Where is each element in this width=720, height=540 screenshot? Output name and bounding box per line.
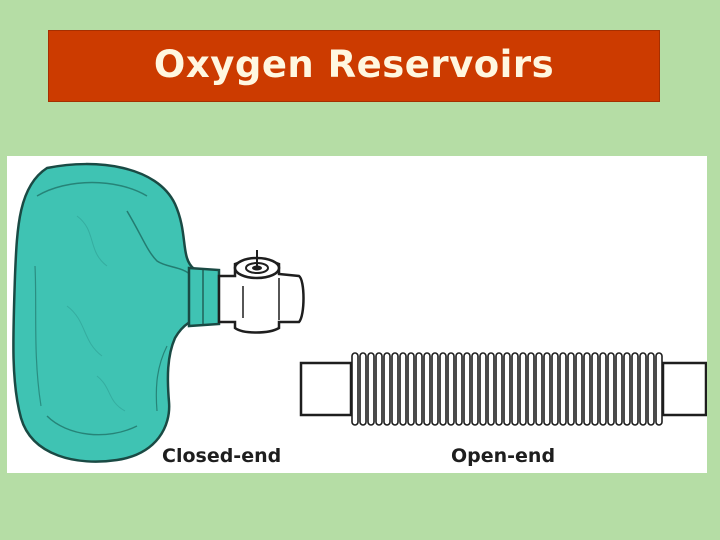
- tube-rib: [375, 352, 383, 426]
- tube-ribs: [351, 352, 663, 426]
- tube-rib: [535, 352, 543, 426]
- reservoir-figure: Closed-end Open-end: [7, 156, 707, 473]
- open-end-label: Open-end: [451, 445, 556, 467]
- tube-rib: [479, 352, 487, 426]
- tube-rib: [399, 352, 407, 426]
- reservoir-illustration: [12, 162, 707, 463]
- tube-rib: [655, 352, 663, 426]
- tube-rib: [551, 352, 559, 426]
- tube-rib: [463, 352, 471, 426]
- tube-rib: [471, 352, 479, 426]
- reservoir-bag-icon: [12, 162, 305, 463]
- tube-rib: [423, 352, 431, 426]
- tube-rib: [439, 352, 447, 426]
- tube-rib: [407, 352, 415, 426]
- tube-rib: [511, 352, 519, 426]
- slide-title: Oxygen Reservoirs: [153, 42, 555, 86]
- tube-rib: [359, 352, 367, 426]
- tube-rib: [559, 352, 567, 426]
- tube-rib: [607, 352, 615, 426]
- tube-rib: [495, 352, 503, 426]
- tube-rib: [447, 352, 455, 426]
- tube-rib: [599, 352, 607, 426]
- tube-rib: [575, 352, 583, 426]
- title-bar: Oxygen Reservoirs: [48, 30, 660, 102]
- tube-rib: [631, 352, 639, 426]
- tube-rib: [431, 352, 439, 426]
- tube-rib: [415, 352, 423, 426]
- tube-rib: [455, 352, 463, 426]
- tube-rib: [647, 352, 655, 426]
- closed-end-label: Closed-end: [162, 445, 282, 467]
- tube-rib: [351, 352, 359, 426]
- tube-rib: [567, 352, 575, 426]
- tube-rib: [639, 352, 647, 426]
- tube-rib: [383, 352, 391, 426]
- tube-rib: [487, 352, 495, 426]
- tube-rib: [623, 352, 631, 426]
- tube-rib: [543, 352, 551, 426]
- tube-rib: [527, 352, 535, 426]
- tube-rib: [615, 352, 623, 426]
- tube-rib: [591, 352, 599, 426]
- tube-rib: [391, 352, 399, 426]
- tube-rib: [519, 352, 527, 426]
- corrugated-tube-icon: [299, 352, 707, 426]
- tube-rib: [503, 352, 511, 426]
- tube-rib: [583, 352, 591, 426]
- tube-rib: [367, 352, 375, 426]
